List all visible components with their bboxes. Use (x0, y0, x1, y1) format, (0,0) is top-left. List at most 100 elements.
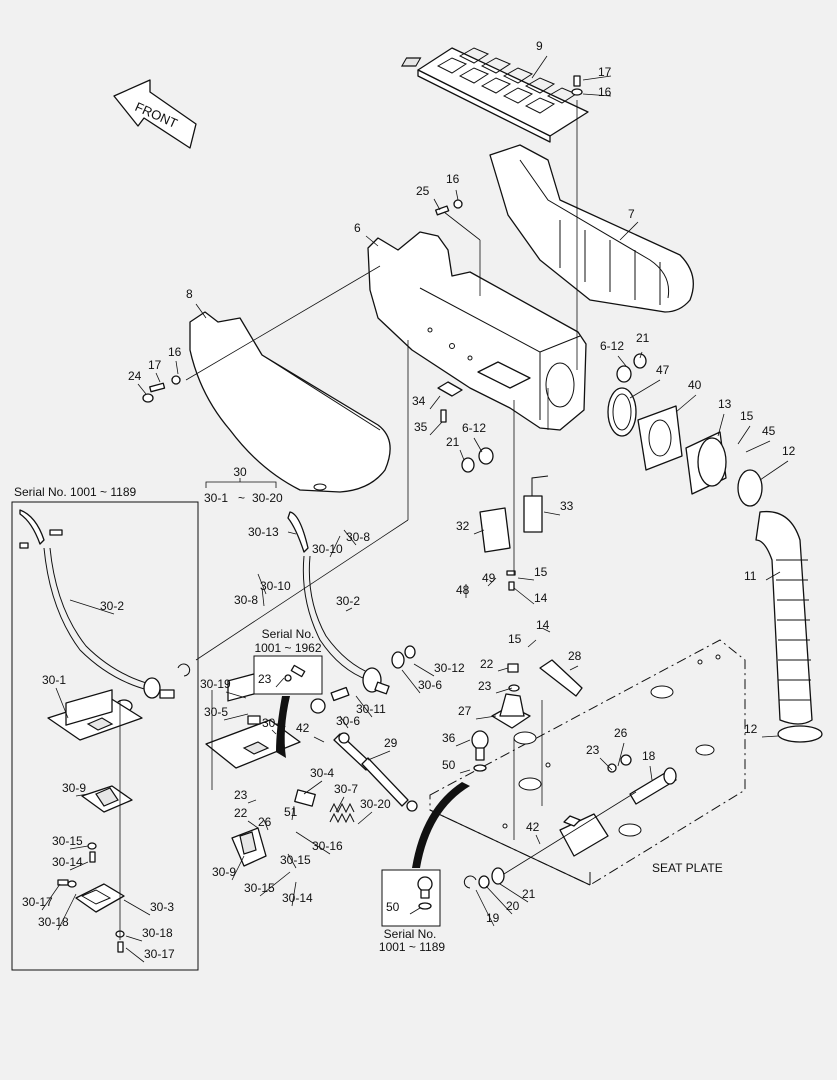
callout-label: 34 (412, 394, 426, 408)
bracket-30-9-center (231, 827, 267, 867)
group-top-label: 30 (233, 465, 247, 479)
switch-assembly (479, 475, 549, 591)
callout-label: 12 (744, 722, 758, 736)
callout-leader (367, 750, 391, 761)
callout-leader (717, 413, 725, 437)
serial-box-center-range: 1001 ~ 1962 (254, 641, 321, 655)
callout-label: 12 (782, 444, 796, 458)
callout-leader (125, 947, 145, 963)
callout-leader (247, 820, 259, 829)
callout-label: 30-4 (310, 766, 334, 780)
callout-leader (473, 437, 483, 453)
callout-leader (339, 715, 349, 729)
callout-label: 23 (234, 788, 248, 802)
callout-label: 48 (456, 583, 470, 597)
callout-label: 30-13 (248, 525, 279, 539)
callout-leader (303, 780, 323, 795)
callout-leader (675, 394, 697, 413)
callout-leader (329, 535, 341, 558)
callout-leader (535, 834, 541, 845)
callout-leader (357, 811, 373, 825)
callout-label: 30-12 (434, 661, 465, 675)
callout-leader (295, 831, 331, 855)
callout-label: 30-15 (52, 834, 83, 848)
serial-box-center: Serial No. 1001 ~ 1962 (253, 627, 323, 758)
callout-leader (137, 383, 147, 395)
callout-leader (473, 529, 485, 535)
callout-label: 30-8 (234, 593, 258, 607)
serial-box-right: Serial No. 1001 ~ 1189 (379, 782, 470, 954)
frame-bracket-6 (367, 231, 587, 431)
callout-leader (475, 889, 495, 927)
group-range-left: 30-1 (204, 491, 228, 505)
callout-label: 50 (386, 900, 400, 914)
callout-label: 30-9 (212, 865, 236, 879)
callout-label: 18 (642, 749, 656, 763)
callout-leader (497, 667, 509, 672)
callout-label: 29 (384, 736, 398, 750)
callout-leader (261, 587, 265, 607)
callout-label: 22 (480, 657, 494, 671)
callout-leader (531, 55, 548, 79)
group-30-bracket: 30 30-1 ~ 30-20 (204, 465, 283, 505)
callout-label: 6-12 (600, 339, 624, 353)
callout-leader (69, 845, 89, 850)
callout-leader (287, 853, 297, 869)
callout-label: 21 (522, 887, 536, 901)
grille-panel-9 (400, 47, 589, 143)
callout-leader (263, 819, 269, 831)
callout-label: 30-14 (282, 891, 313, 905)
callout-label: 30-20 (360, 797, 391, 811)
callout-leader (75, 793, 89, 797)
callout-leader (759, 460, 789, 481)
callout-label: 51 (284, 805, 298, 819)
callout-leader (582, 93, 612, 97)
callout-leader (649, 765, 653, 781)
assembly-centerlines (185, 100, 637, 875)
serial-box-right-title: Serial No. (384, 927, 437, 941)
callout-label: 26 (614, 726, 628, 740)
callout-leader (57, 893, 77, 931)
callout-leader (617, 355, 627, 367)
callout-label: 30-2 (336, 594, 360, 608)
callout-label: 16 (598, 85, 612, 99)
callout-label: 30-18 (142, 926, 173, 940)
callout-leader (433, 198, 441, 211)
pin-18-assembly (463, 754, 677, 889)
callout-label: 40 (688, 378, 702, 392)
serial-box-left-title: Serial No. 1001 ~ 1189 (14, 485, 137, 499)
callout-label: 6 (354, 221, 361, 235)
callout-label: 17 (598, 65, 612, 79)
callout-label: 42 (296, 721, 310, 735)
callout-leader (291, 805, 295, 821)
callout-label: 27 (458, 704, 472, 718)
serial-box-center-title: Serial No. (262, 627, 315, 641)
callout-label: 36 (442, 731, 456, 745)
callout-leader (459, 769, 471, 774)
callout-label: 35 (414, 420, 428, 434)
callout-label: 32 (456, 519, 470, 533)
callout-label: 7 (628, 207, 635, 221)
callout-label: 33 (560, 499, 574, 513)
callout-label: 42 (526, 820, 540, 834)
callout-leader (123, 899, 151, 916)
callout-label: 30-10 (312, 542, 343, 556)
callout-label: 49 (482, 571, 496, 585)
callout-leader (55, 687, 69, 719)
callout-leader (543, 511, 561, 516)
callout-leader (459, 449, 465, 461)
callout-label: 30-15 (244, 881, 275, 895)
callout-label: 30-6 (336, 714, 360, 728)
callout-label: 45 (762, 424, 776, 438)
callout-label: 21 (446, 435, 460, 449)
callout-leader (155, 372, 161, 383)
callout-leader (69, 599, 115, 615)
callout-label: 25 (416, 184, 430, 198)
callout-label: 8 (186, 287, 193, 301)
callout-leader (355, 695, 373, 718)
callout-label: 16 (168, 345, 182, 359)
callout-label: 50 (442, 758, 456, 772)
callout-leader (125, 935, 143, 942)
callout-leader (365, 235, 379, 247)
